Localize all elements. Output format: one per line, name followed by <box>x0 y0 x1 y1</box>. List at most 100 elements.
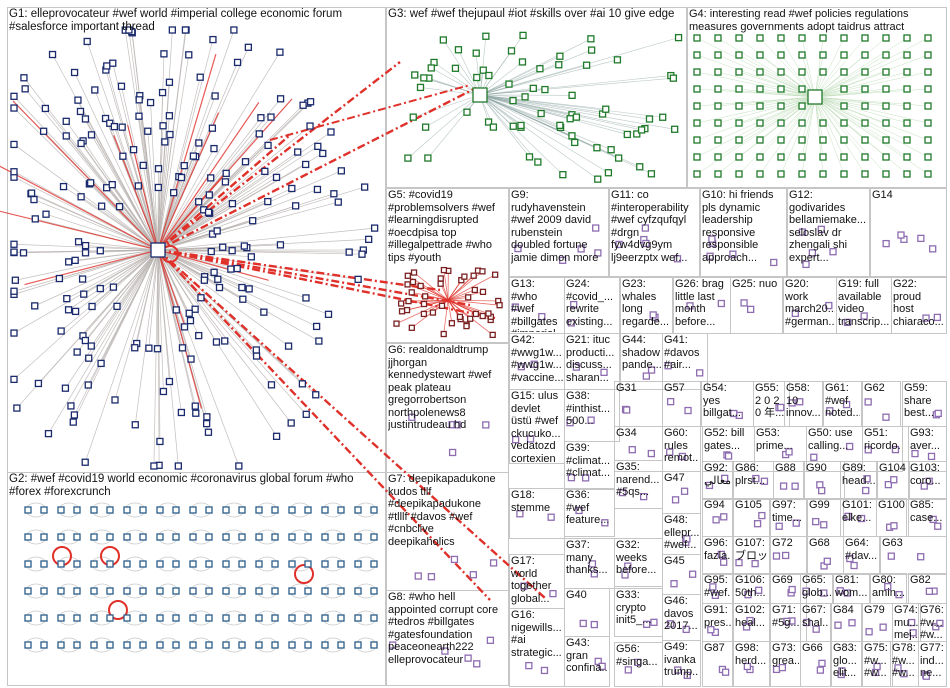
node <box>777 119 785 127</box>
self-loop <box>294 564 314 584</box>
edge <box>157 170 342 251</box>
node <box>87 131 96 139</box>
node <box>659 113 667 121</box>
node <box>156 533 164 541</box>
node <box>276 241 285 249</box>
edge <box>814 96 908 141</box>
edge <box>70 249 159 407</box>
node <box>264 197 272 206</box>
edge <box>814 96 929 124</box>
node <box>802 587 810 595</box>
edge <box>157 249 307 299</box>
node <box>42 210 50 218</box>
node <box>735 51 743 59</box>
node <box>840 68 848 76</box>
edge <box>738 88 816 98</box>
node <box>717 299 725 308</box>
group-label-g81: G81: wom... <box>835 574 868 599</box>
panel-g67 <box>800 603 831 642</box>
node <box>139 506 147 514</box>
node <box>861 136 869 144</box>
node <box>615 240 623 249</box>
node <box>735 85 743 93</box>
node <box>421 123 430 131</box>
node <box>624 562 632 570</box>
node <box>862 486 870 495</box>
node <box>337 560 345 568</box>
node <box>903 170 911 178</box>
node <box>884 480 893 489</box>
node <box>601 519 609 527</box>
node <box>408 289 415 296</box>
group-label-g74: G74: mu... mej... <box>894 604 919 640</box>
group-label-g99: G99 <box>809 499 830 511</box>
node <box>90 641 98 649</box>
edge <box>157 161 246 251</box>
group-label-g97: G97: time... <box>772 499 802 524</box>
node <box>525 153 534 161</box>
node <box>172 587 180 595</box>
node <box>823 557 831 565</box>
group-label-g63: G63 <box>882 537 903 549</box>
edge <box>80 196 159 251</box>
node <box>57 327 65 335</box>
edge-red <box>447 299 499 302</box>
edge <box>68 249 159 263</box>
panel-g10 <box>700 188 787 277</box>
group-label-g50: G50: use calling... <box>808 427 853 452</box>
edge <box>157 146 318 251</box>
node <box>842 400 851 409</box>
node <box>272 432 281 440</box>
edge <box>23 77 159 251</box>
node <box>203 413 211 421</box>
node <box>172 614 180 622</box>
edge <box>759 96 816 175</box>
group-label-g51: G51: ricordo... <box>864 427 901 452</box>
node <box>903 51 911 59</box>
node <box>587 35 595 43</box>
node <box>861 85 869 93</box>
node <box>238 587 246 595</box>
node <box>267 113 275 121</box>
node <box>200 276 209 284</box>
edge <box>780 96 816 158</box>
panel-g93 <box>908 426 947 472</box>
node <box>205 533 213 541</box>
node <box>838 667 846 675</box>
group-label-g103: G103: coro... <box>910 462 941 487</box>
node <box>816 481 824 489</box>
panel-g20 <box>783 277 837 334</box>
node <box>131 344 139 352</box>
node <box>197 294 205 302</box>
node <box>714 51 722 59</box>
node <box>643 620 651 628</box>
node <box>255 533 263 541</box>
edge <box>479 94 628 135</box>
node <box>559 171 567 179</box>
node <box>420 300 428 308</box>
node <box>825 301 833 310</box>
node <box>298 380 307 388</box>
node <box>751 559 759 568</box>
node <box>24 560 32 568</box>
group-label-g90: G90 <box>806 462 827 474</box>
node <box>903 119 911 127</box>
edge <box>479 64 559 96</box>
node <box>222 533 230 541</box>
node <box>61 384 70 392</box>
node <box>166 130 174 139</box>
edge <box>114 249 159 401</box>
group-label-g89: G89: head... <box>842 462 875 487</box>
node <box>454 46 463 54</box>
node <box>172 533 180 541</box>
node <box>228 247 236 255</box>
edge <box>814 96 887 107</box>
edge <box>80 143 159 251</box>
edge <box>814 37 824 98</box>
edge <box>75 249 159 312</box>
node <box>518 58 527 66</box>
node <box>238 283 246 292</box>
node <box>924 119 932 127</box>
group-label-g12: G12: godivarides bellamiemake... selosla… <box>789 189 867 264</box>
node <box>688 570 697 578</box>
